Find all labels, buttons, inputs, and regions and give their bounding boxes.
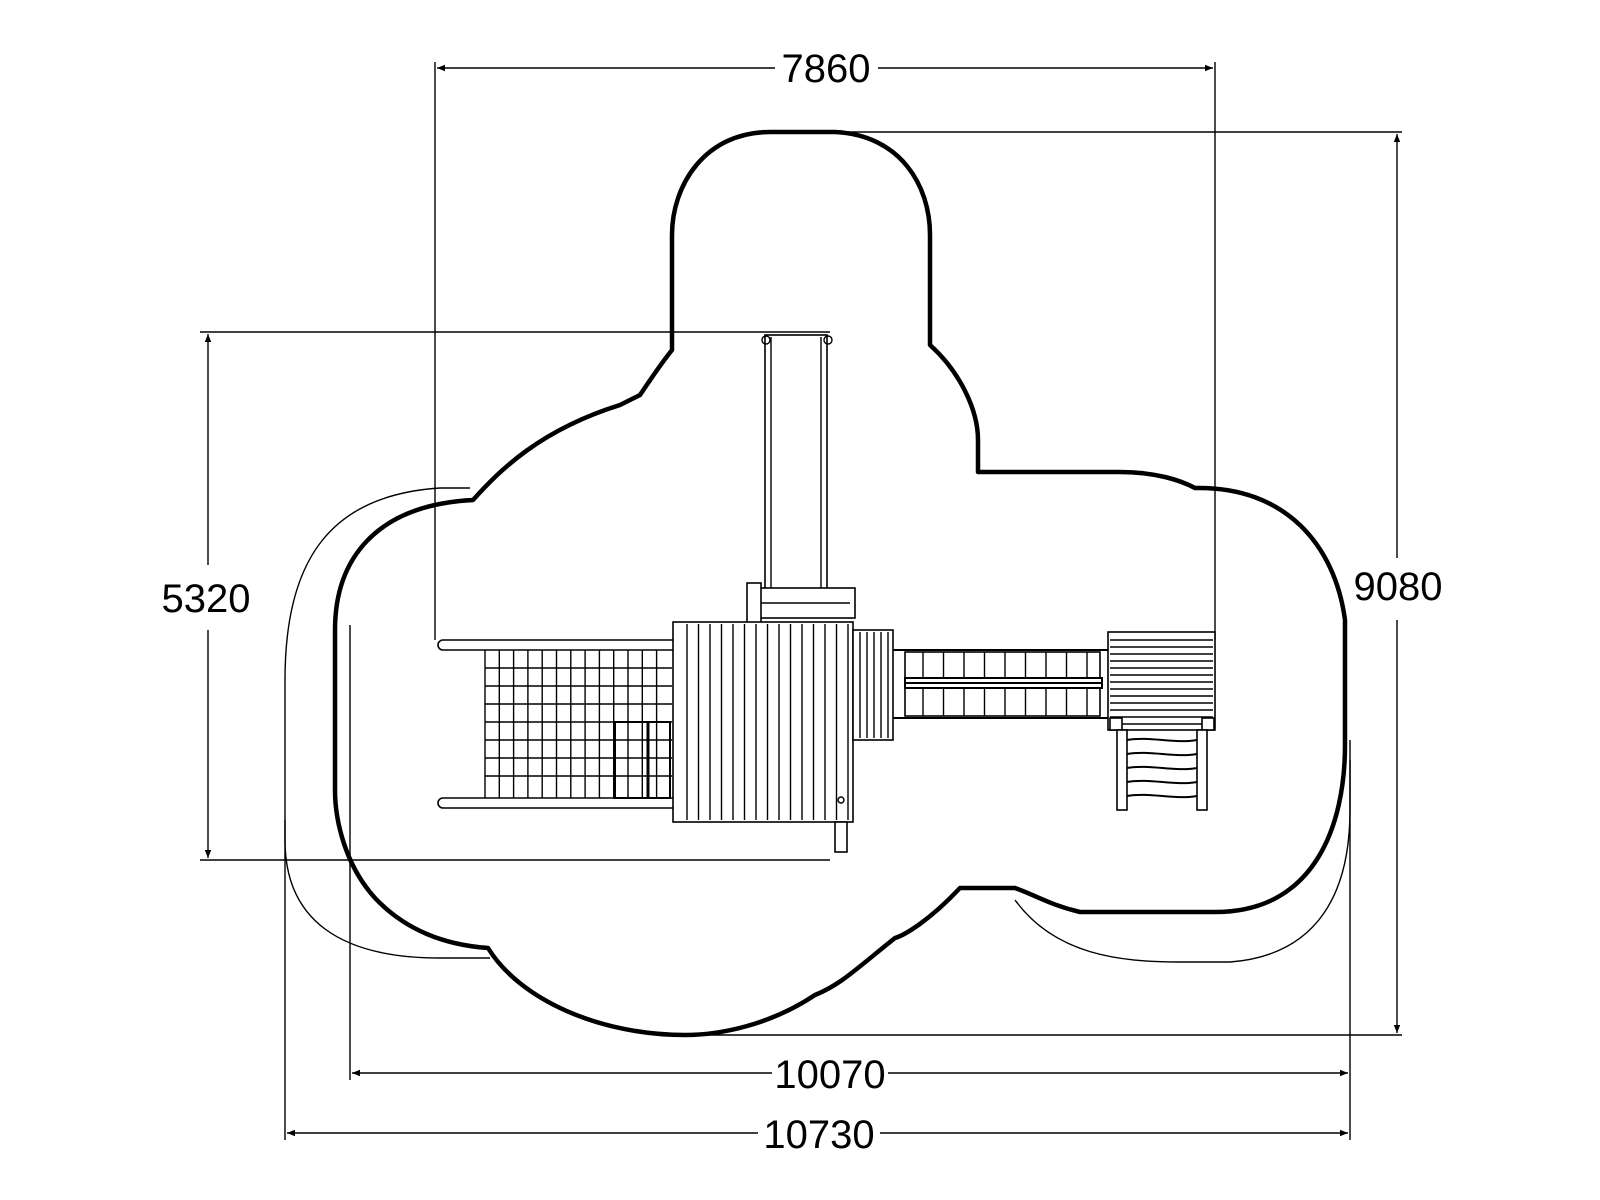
safety-zone-outer-thin	[284, 487, 1351, 963]
dimension-top: 7860	[434, 47, 1216, 640]
dimension-bottom-outer: 10730	[284, 820, 1351, 1157]
dimension-right-label: 9080	[1354, 565, 1443, 609]
dimension-bottom-inner: 10070	[349, 625, 1351, 1097]
dimension-top-label: 7860	[782, 47, 871, 91]
dimension-left-label: 5320	[162, 577, 251, 621]
bridge	[893, 649, 1108, 719]
main-platform	[672, 621, 894, 853]
dimension-bottom-inner-label: 10070	[774, 1053, 885, 1097]
climbing-net	[437, 639, 679, 809]
dimension-left: 5320	[162, 331, 830, 861]
dimension-bottom-outer-label: 10730	[763, 1113, 874, 1157]
safety-zone-boundary	[332, 129, 1348, 1038]
slide	[746, 334, 856, 624]
tower-right	[1107, 631, 1216, 731]
dimension-right: 9080	[685, 131, 1443, 1036]
ladder	[1116, 729, 1208, 811]
